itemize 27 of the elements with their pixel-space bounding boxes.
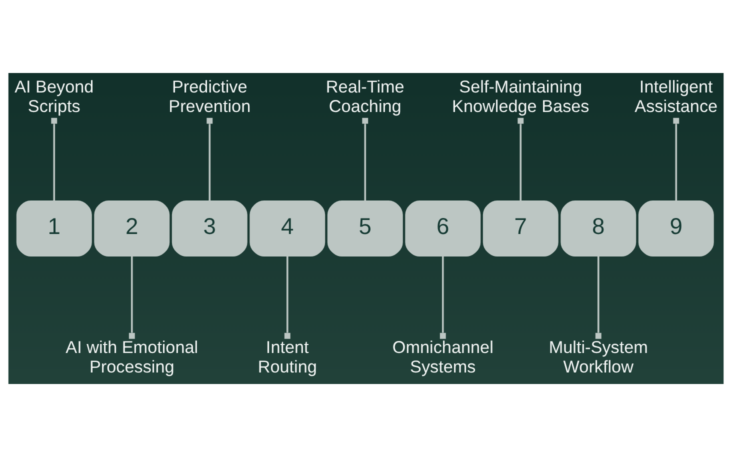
node-text: Multi-System Workflow [548, 336, 648, 376]
node-text: Real-Time Coaching [326, 76, 404, 116]
node-box: 4 [250, 200, 326, 256]
node-box: 5 [327, 200, 403, 256]
node-box: 3 [172, 200, 248, 256]
node-text: AI with Emotional Processing [66, 336, 198, 376]
node-box: 6 [405, 200, 481, 256]
connector [673, 117, 680, 201]
connector [206, 117, 213, 201]
node-text: Intelligent Assistance [634, 76, 718, 116]
node-text: Intent Routing [258, 336, 317, 376]
connector [518, 117, 524, 201]
connector [440, 256, 446, 338]
node-box: 1 [16, 200, 92, 256]
node-box: 2 [94, 200, 170, 256]
node-text: Self-Maintaining Knowledge Bases [452, 76, 590, 116]
node-text: Predictive Prevention [168, 76, 251, 116]
node-text: Omnichannel Systems [392, 336, 494, 376]
connector [595, 256, 602, 338]
node-box: 7 [482, 200, 558, 256]
node-text: AI Beyond Scripts [14, 76, 94, 116]
connector [362, 117, 368, 201]
connector [128, 256, 135, 338]
connector [51, 117, 58, 201]
node-box: 8 [560, 200, 636, 256]
connector [284, 256, 290, 338]
node-box: 9 [638, 200, 714, 256]
